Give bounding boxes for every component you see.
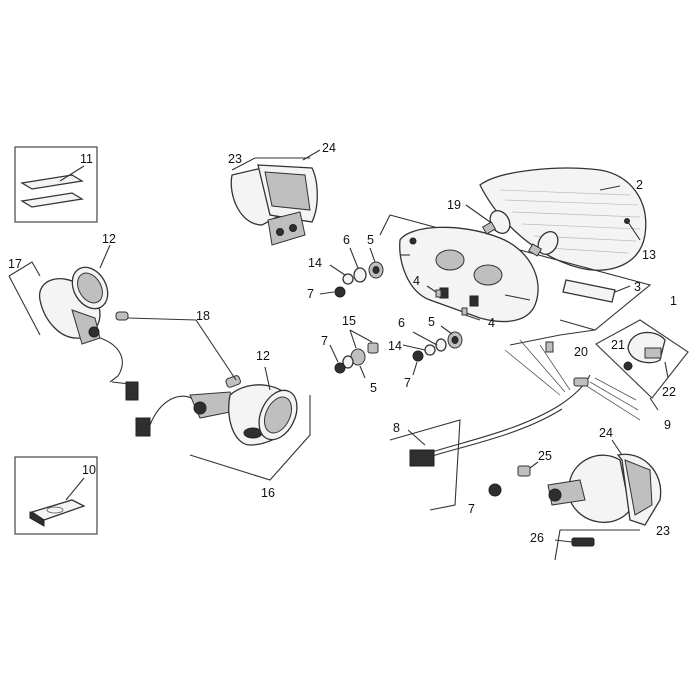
part-12-lens-ring-upper (71, 244, 111, 310)
callout-23a: 23 (228, 152, 242, 166)
callout-15: 15 (342, 314, 356, 328)
callout-11: 11 (80, 152, 93, 166)
part-19-bulbs (465, 204, 559, 257)
callout-21: 21 (611, 338, 625, 352)
callout-7d: 7 (468, 502, 475, 516)
callout-4b: 4 (488, 316, 495, 330)
callout-1: 1 (670, 294, 677, 308)
callout-6b: 6 (398, 316, 405, 330)
callout-6a: 6 (343, 233, 350, 247)
part-18-bulbs (115, 311, 241, 388)
callout-18: 18 (196, 309, 210, 323)
part-3-reflector-plate (562, 279, 631, 303)
callout-16: 16 (261, 486, 275, 500)
callout-22: 22 (662, 385, 676, 399)
callout-26: 26 (530, 531, 544, 545)
callout-4a: 4 (413, 274, 420, 288)
callout-7b: 7 (321, 334, 328, 348)
callout-14a: 14 (308, 256, 322, 270)
fastener-group-upper (319, 247, 384, 298)
part-11-reflector-strips (14, 146, 98, 223)
callout-24b: 24 (599, 426, 613, 440)
part-23-24-front-signal-bottom (488, 439, 662, 561)
part-23-24-front-signal-top (230, 149, 321, 246)
callout-14b: 14 (388, 339, 402, 353)
callout-8: 8 (393, 421, 400, 435)
callout-20: 20 (574, 345, 588, 359)
callout-7c: 7 (404, 376, 411, 390)
part-1-tail-housing (379, 214, 652, 331)
part-12-lens-ring-lower (258, 366, 298, 441)
callout-2: 2 (636, 178, 643, 192)
callout-25: 25 (538, 449, 552, 463)
part-10-bracket (14, 456, 98, 535)
part-4-tabs (426, 285, 481, 321)
fastener-group-right (402, 325, 463, 376)
part-8-wiring-harness (389, 329, 641, 511)
callout-12a: 12 (102, 232, 116, 246)
callout-5a: 5 (367, 233, 374, 247)
callout-7a: 7 (307, 287, 314, 301)
callout-10: 10 (82, 463, 96, 477)
callout-3: 3 (634, 280, 641, 294)
part-9-plate-light (594, 319, 689, 411)
callout-17: 17 (8, 257, 22, 271)
callout-5b: 5 (370, 381, 377, 395)
callout-13: 13 (642, 248, 656, 262)
callout-5c: 5 (428, 315, 435, 329)
callout-23b: 23 (656, 524, 670, 538)
callout-24a: 24 (322, 141, 336, 155)
part-13-screw (624, 218, 641, 241)
fastener-group-middle (329, 329, 379, 379)
callout-labels: 1 2 3 4 4 5 5 5 6 6 7 7 7 7 8 9 10 11 12… (8, 141, 677, 545)
callout-12b: 12 (256, 349, 270, 363)
callout-19: 19 (447, 198, 461, 212)
callout-9: 9 (664, 418, 671, 432)
